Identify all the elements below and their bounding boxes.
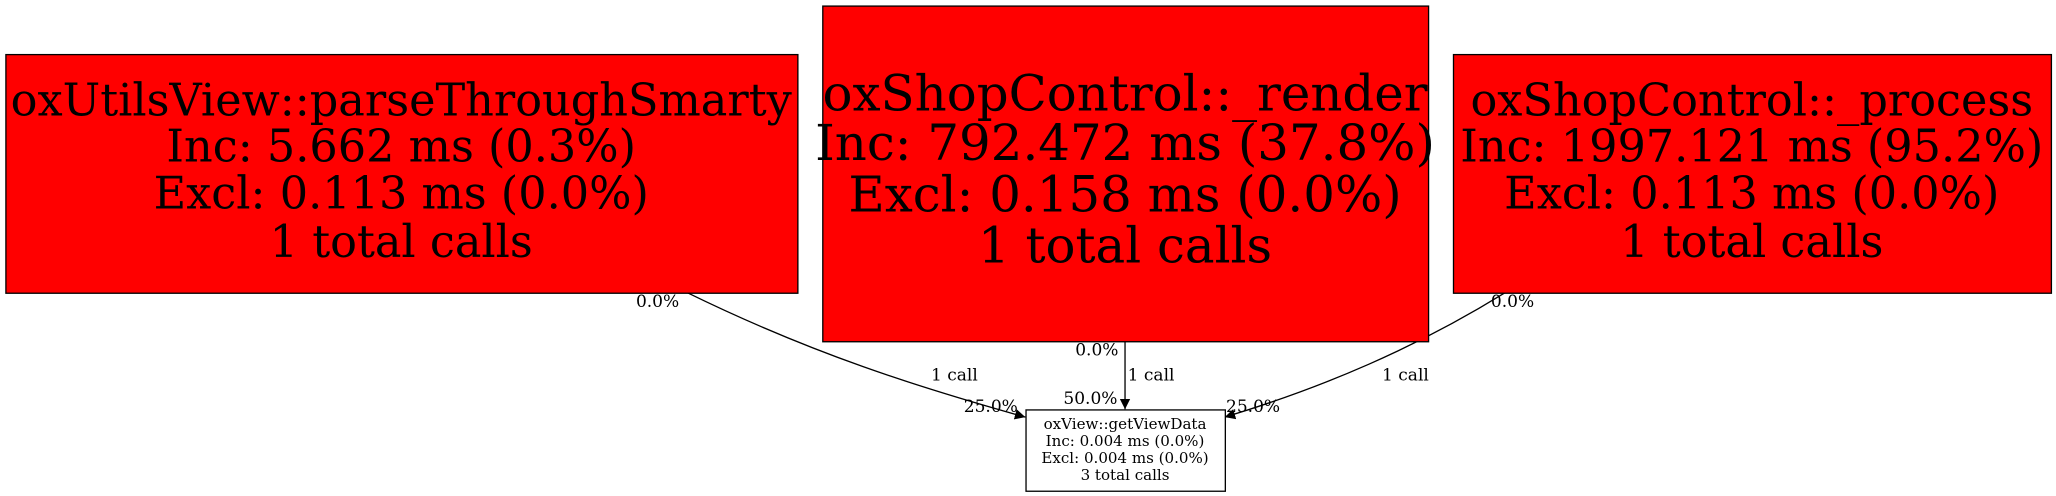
node-inc: Inc: 1997.121 ms (95.2%)	[1460, 120, 2043, 172]
node-process[interactable]: oxShopControl::_process Inc: 1997.121 ms…	[1452, 53, 2053, 294]
node-excl: Excl: 0.113 ms (0.0%)	[1504, 168, 1999, 220]
edge-tail-label: 0.0%	[636, 292, 679, 312]
edge-call-label: 1 call	[1128, 365, 1175, 385]
node-excl: Excl: 0.113 ms (0.0%)	[154, 168, 649, 220]
node-inc: Inc: 0.004 ms (0.0%)	[1046, 432, 1205, 450]
node-get-view-data[interactable]: oxView::getViewData Inc: 0.004 ms (0.0%)…	[1025, 409, 1226, 492]
node-calls: 3 total calls	[1081, 466, 1170, 484]
node-parse-through-smarty[interactable]: oxUtilsView::parseThroughSmarty Inc: 5.6…	[5, 53, 799, 294]
edge-tail-label: 0.0%	[1491, 292, 1534, 312]
node-name: oxUtilsView::parseThroughSmarty	[11, 75, 793, 127]
edge-call-label: 1 call	[931, 365, 978, 385]
edge-tail-label: 0.0%	[1075, 341, 1118, 361]
edge-call-label: 1 call	[1382, 365, 1429, 385]
edge-process-to-getviewdata	[1224, 292, 1506, 420]
edge-parse-to-getviewdata	[686, 291, 1026, 420]
node-calls: 1 total calls	[1620, 216, 1883, 268]
edge-head-label: 25.0%	[964, 397, 1018, 417]
node-name: oxShopControl::_process	[1470, 75, 2033, 127]
node-excl: Excl: 0.158 ms (0.0%)	[848, 165, 1401, 223]
node-calls: 1 total calls	[270, 216, 533, 268]
node-inc: Inc: 792.472 ms (37.8%)	[815, 114, 1435, 172]
node-name: oxShopControl::_render	[822, 64, 1427, 122]
node-calls: 1 total calls	[978, 216, 1272, 274]
node-name: oxView::getViewData	[1044, 415, 1207, 433]
node-inc: Inc: 5.662 ms (0.3%)	[166, 120, 636, 172]
node-excl: Excl: 0.004 ms (0.0%)	[1041, 449, 1208, 467]
edge-head-label: 50.0%	[1063, 389, 1117, 409]
edge-head-label: 25.0%	[1226, 397, 1280, 417]
node-render[interactable]: oxShopControl::_render Inc: 792.472 ms (…	[815, 5, 1435, 343]
